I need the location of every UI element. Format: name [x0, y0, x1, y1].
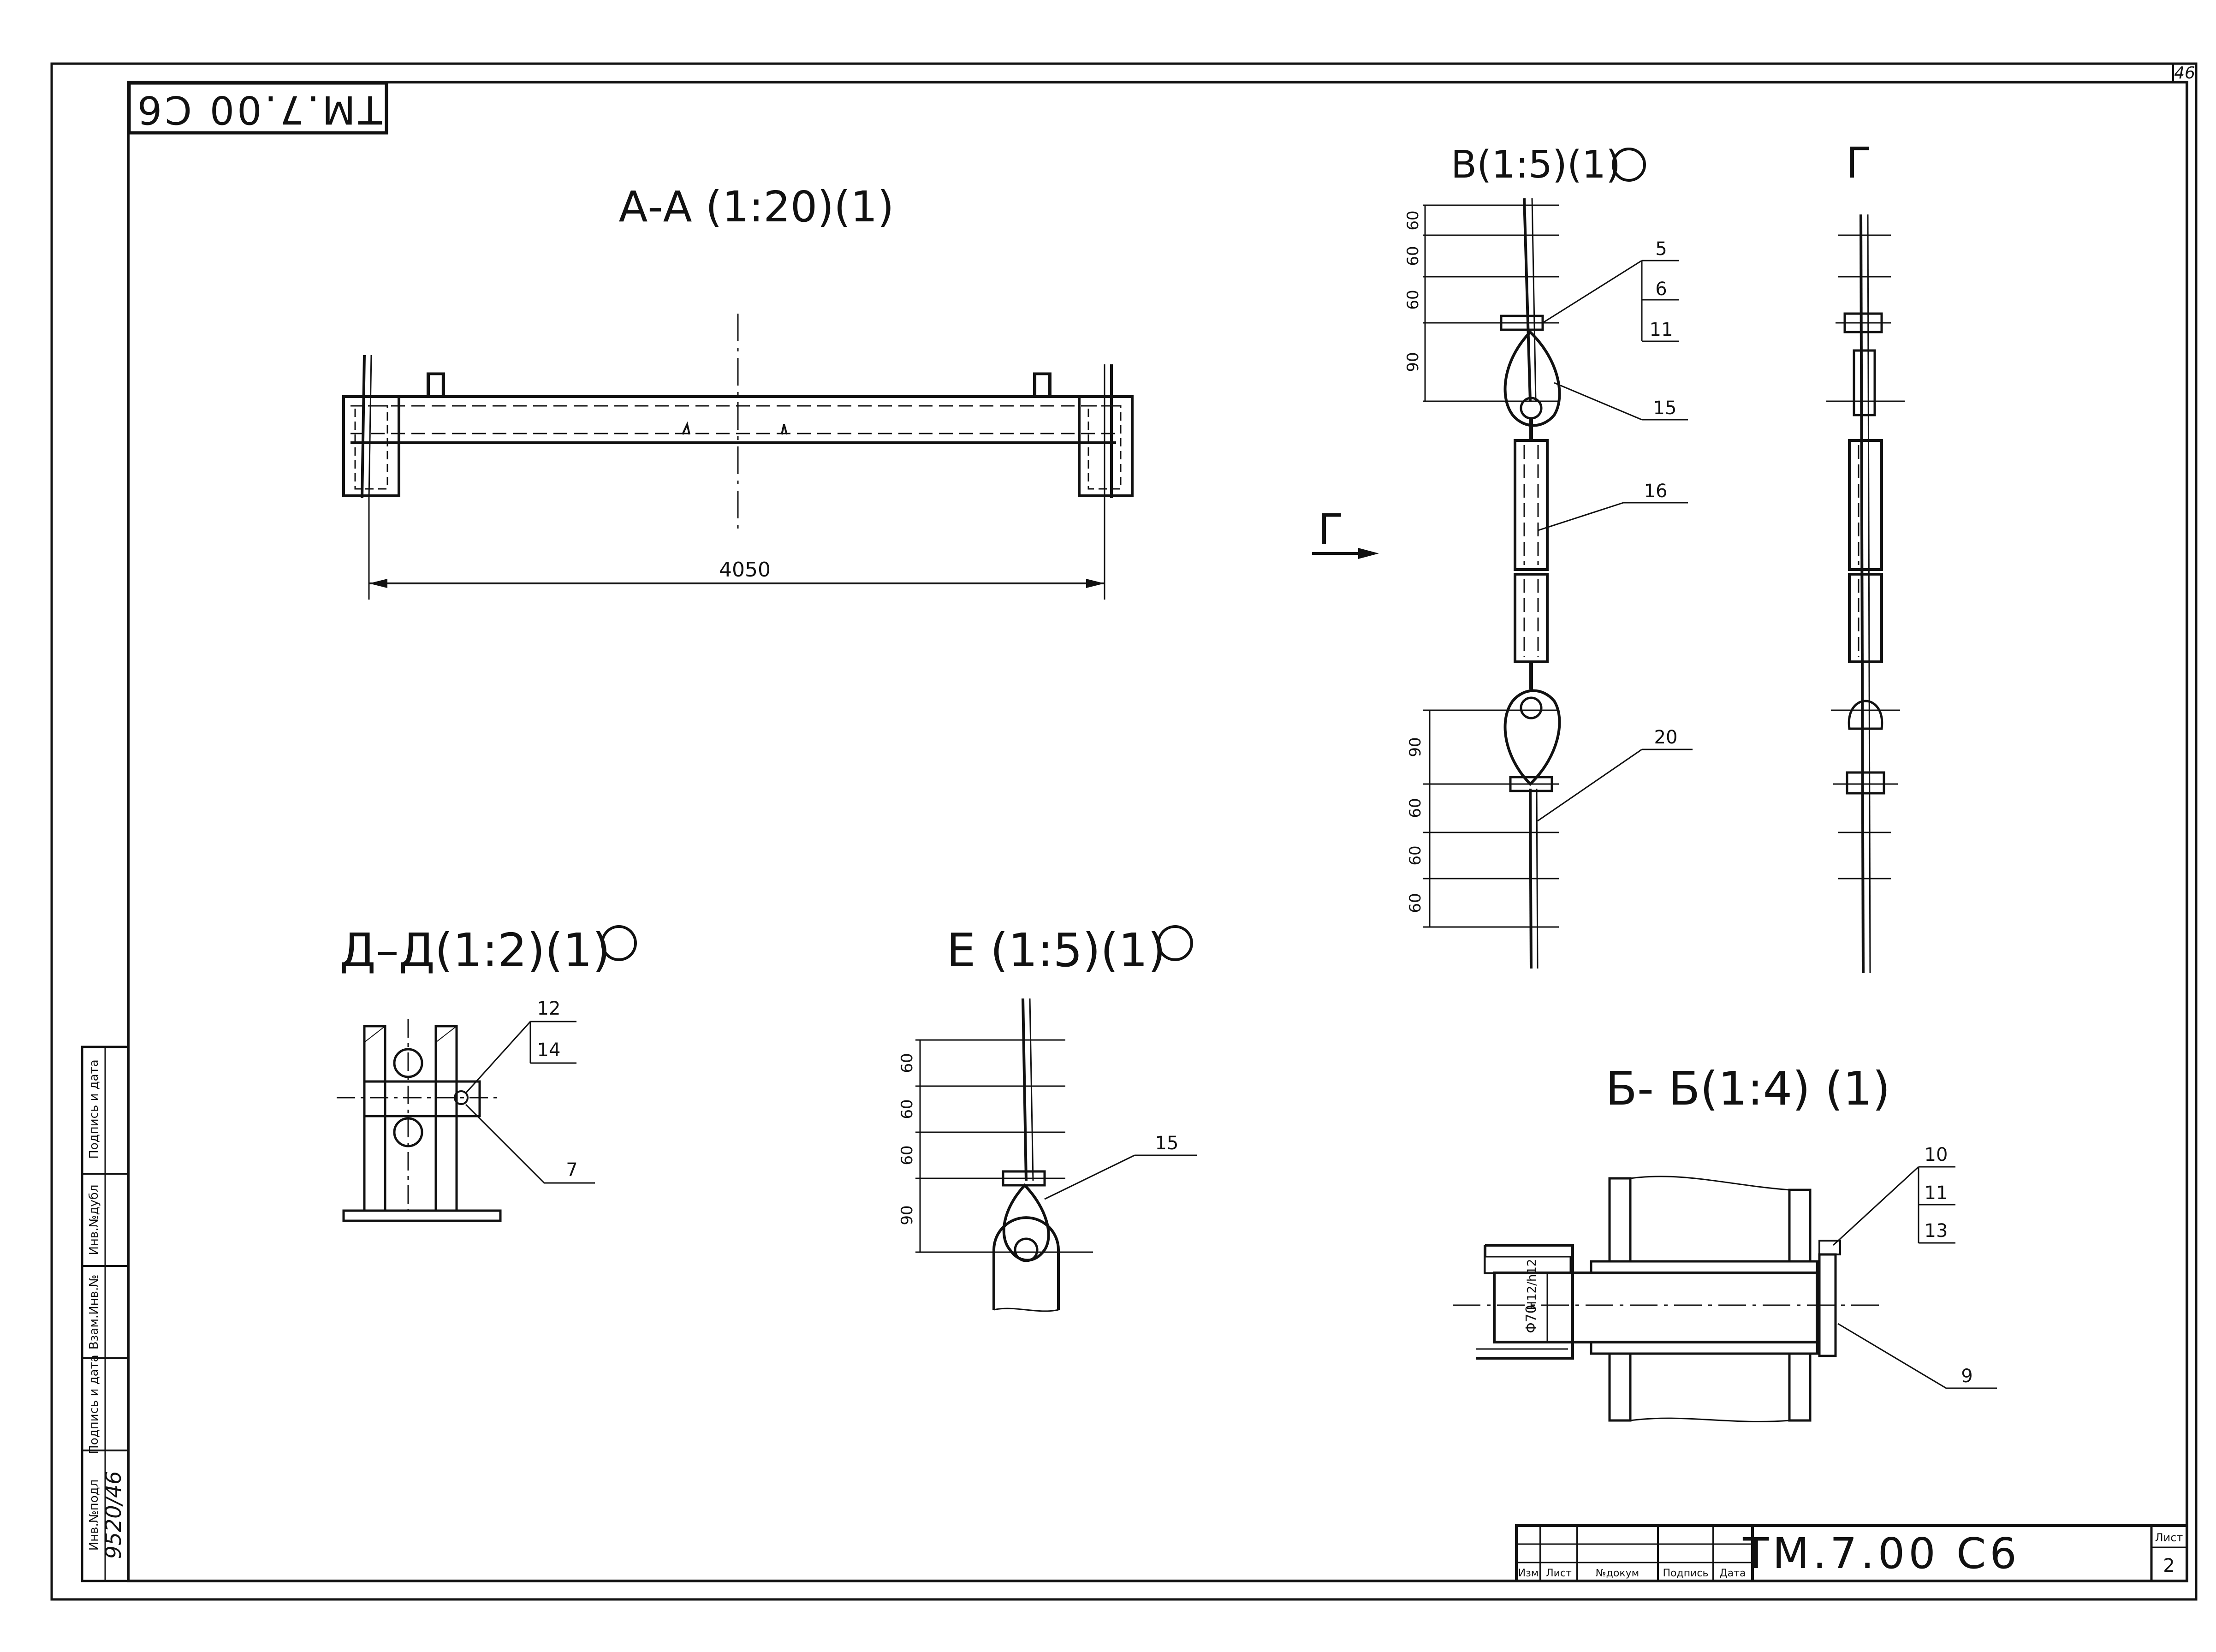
section-aa-title: А-А (1:20)(1) — [618, 182, 894, 232]
stamp-mirrored-code: ТМ.7.00 С6 — [135, 87, 382, 132]
strip-label-inv-podl: Инв.№подл — [87, 1480, 101, 1551]
strip-label-inv-dubl: Инв.№дубл — [87, 1184, 101, 1255]
bb-callout-13: 13 — [1925, 1220, 1948, 1242]
vv-callout-5: 5 — [1655, 238, 1667, 260]
section-vv: В(1:5)(1) 60 60 60 90 — [1404, 143, 1693, 969]
tb-header-izm: Изм — [1518, 1568, 1539, 1579]
bb-fit: H12/h12 — [1525, 1259, 1539, 1310]
tb-header-data: Дата — [1720, 1568, 1746, 1579]
ee-dim-1: 60 — [898, 1053, 916, 1073]
section-dd-title: Д–Д(1:2)(1) — [340, 923, 611, 977]
ee-dim-2: 60 — [898, 1099, 916, 1119]
vv-dim-bottom-3: 60 — [1406, 845, 1425, 865]
title-block: Изм Лист №докум Подпись Дата ТМ.7.00 С6 … — [1515, 1524, 2188, 1582]
strip-label-sign-1: Подпись и дата — [87, 1355, 101, 1454]
tb-sheet-label: Лист — [2155, 1531, 2183, 1544]
dd-callout-14: 14 — [537, 1040, 561, 1061]
vv-callout-11: 11 — [1650, 319, 1673, 340]
tb-header-dokum: №докум — [1596, 1568, 1639, 1579]
aa-mark-right: П — [1030, 366, 1055, 404]
outer-border — [50, 62, 2198, 1601]
vv-dim-bottom-2: 60 — [1406, 798, 1425, 818]
vv-callout-20: 20 — [1654, 727, 1678, 748]
ee-dim-3: 60 — [898, 1145, 916, 1165]
view-g-title: Г — [1846, 138, 1871, 188]
vv-callout-6: 6 — [1655, 279, 1667, 300]
vv-callout-15: 15 — [1653, 398, 1677, 419]
section-vv-title: В(1:5)(1) — [1451, 143, 1621, 187]
dd-callout-12: 12 — [537, 998, 561, 1019]
tb-header-podpis: Подпись — [1663, 1568, 1709, 1579]
corner-sheet-number: 46 — [2174, 64, 2195, 83]
section-aa: А-А (1:20)(1) П П 4050 — [342, 182, 1134, 600]
section-dd: Д–Д(1:2)(1) 12 14 7 — [337, 923, 637, 1222]
aa-dimension-4050: 4050 — [719, 558, 771, 582]
vv-dim-top-1: 60 — [1404, 210, 1422, 230]
vv-callout-16: 16 — [1644, 481, 1668, 502]
vv-dim-bottom-4: 60 — [1406, 893, 1425, 913]
tb-document-code: ТМ.7.00 С6 — [1742, 1529, 2020, 1578]
left-strip: Инв.№подл Подпись и дата Взам.Инв.№ Инв.… — [81, 1046, 130, 1582]
stamp-box — [127, 81, 388, 135]
dd-callout-7: 7 — [566, 1159, 577, 1181]
ee-dim-4: 90 — [898, 1205, 916, 1225]
strip-label-vzam: Взам.Инв.№ — [87, 1275, 101, 1350]
vv-dim-top-3: 60 — [1404, 290, 1422, 309]
vv-dim-top-2: 60 — [1404, 246, 1422, 266]
vv-dim-bottom-1: 90 — [1406, 737, 1425, 757]
aa-mark-left: П — [423, 366, 448, 404]
tb-sheet-value: 2 — [2163, 1555, 2174, 1576]
section-bb: Б- Б(1:4) (1) Φ70 H12/h12 10 11 13 — [1453, 1062, 1997, 1422]
section-ee: Е (1:5)(1) 60 60 60 90 15 — [898, 923, 1197, 1312]
view-g: Г — [1826, 138, 1905, 974]
view-arrow-label: Г — [1318, 505, 1343, 554]
tb-header-list: Лист — [1546, 1568, 1572, 1579]
inner-border — [127, 81, 2188, 1582]
section-bb-title: Б- Б(1:4) (1) — [1605, 1062, 1890, 1116]
bb-diameter: Φ70 — [1523, 1305, 1539, 1333]
bb-callout-9: 9 — [1961, 1366, 1972, 1387]
bb-callout-11: 11 — [1925, 1183, 1948, 1204]
strip-label-sign-2: Подпись и дата — [87, 1059, 101, 1159]
view-arrow-g: Г — [1312, 505, 1379, 559]
ee-callout-15: 15 — [1155, 1133, 1179, 1154]
strip-inv-value: 9520/46 — [101, 1471, 126, 1559]
section-ee-title: Е (1:5)(1) — [946, 923, 1166, 977]
vv-dim-top-4: 90 — [1404, 352, 1422, 372]
bb-callout-10: 10 — [1925, 1144, 1948, 1165]
